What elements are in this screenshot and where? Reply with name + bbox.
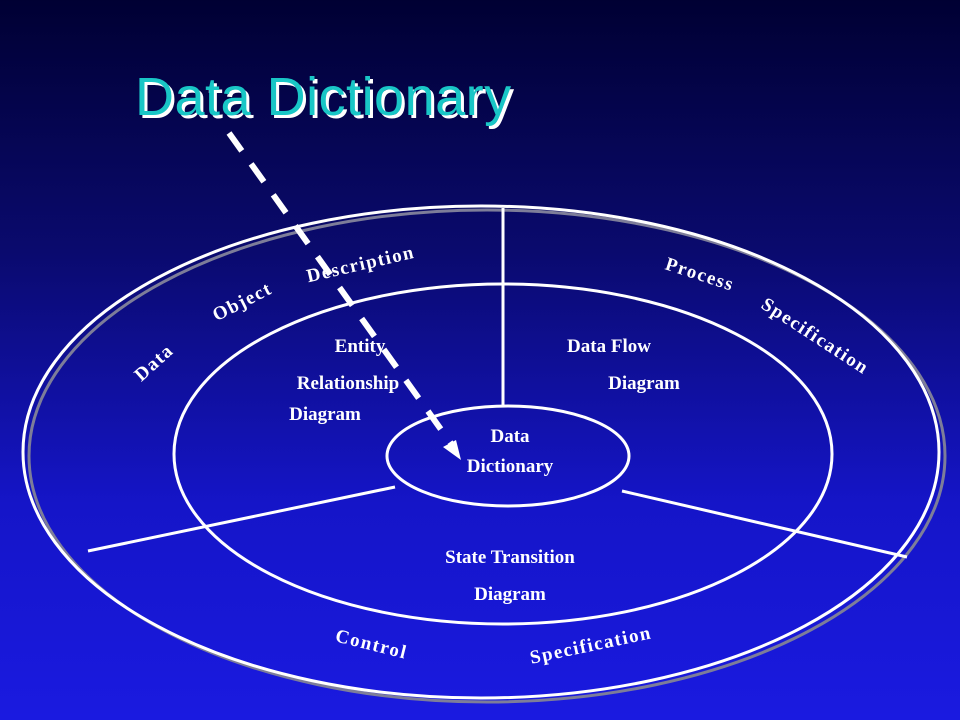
center-label-line2: Dictionary (467, 456, 554, 477)
erd-label-line2: Relationship (297, 373, 399, 394)
std-label-line2: Diagram (474, 584, 546, 605)
arrow-head-icon (443, 440, 461, 460)
center-label-line1: Data (490, 426, 530, 447)
outer-label-specification-right: Specification (757, 294, 872, 379)
erd-label-line3: Diagram (289, 404, 361, 425)
slide-title: Data Dictionary (135, 67, 512, 127)
outer-label-description: Description (305, 242, 417, 287)
outer-label-control: Control (333, 626, 409, 664)
center-ellipse (385, 404, 631, 508)
divider-right (621, 489, 908, 559)
divider-left (87, 485, 396, 553)
dashed-arrow-line (226, 131, 458, 451)
std-label-line1: State Transition (445, 547, 575, 568)
outer-label-data: Data (131, 340, 179, 386)
outer-label-object: Object (209, 278, 275, 326)
outer-ellipse-shadow (27, 208, 947, 704)
outer-label-process: Process (663, 254, 737, 296)
outer-label-specification-bottom: Specification (528, 622, 654, 668)
dfd-label-line1: Data Flow (567, 336, 651, 357)
dfd-label-line2: Diagram (608, 373, 680, 394)
outer-ellipse (21, 204, 941, 700)
erd-label-line1: Entity (335, 336, 386, 357)
